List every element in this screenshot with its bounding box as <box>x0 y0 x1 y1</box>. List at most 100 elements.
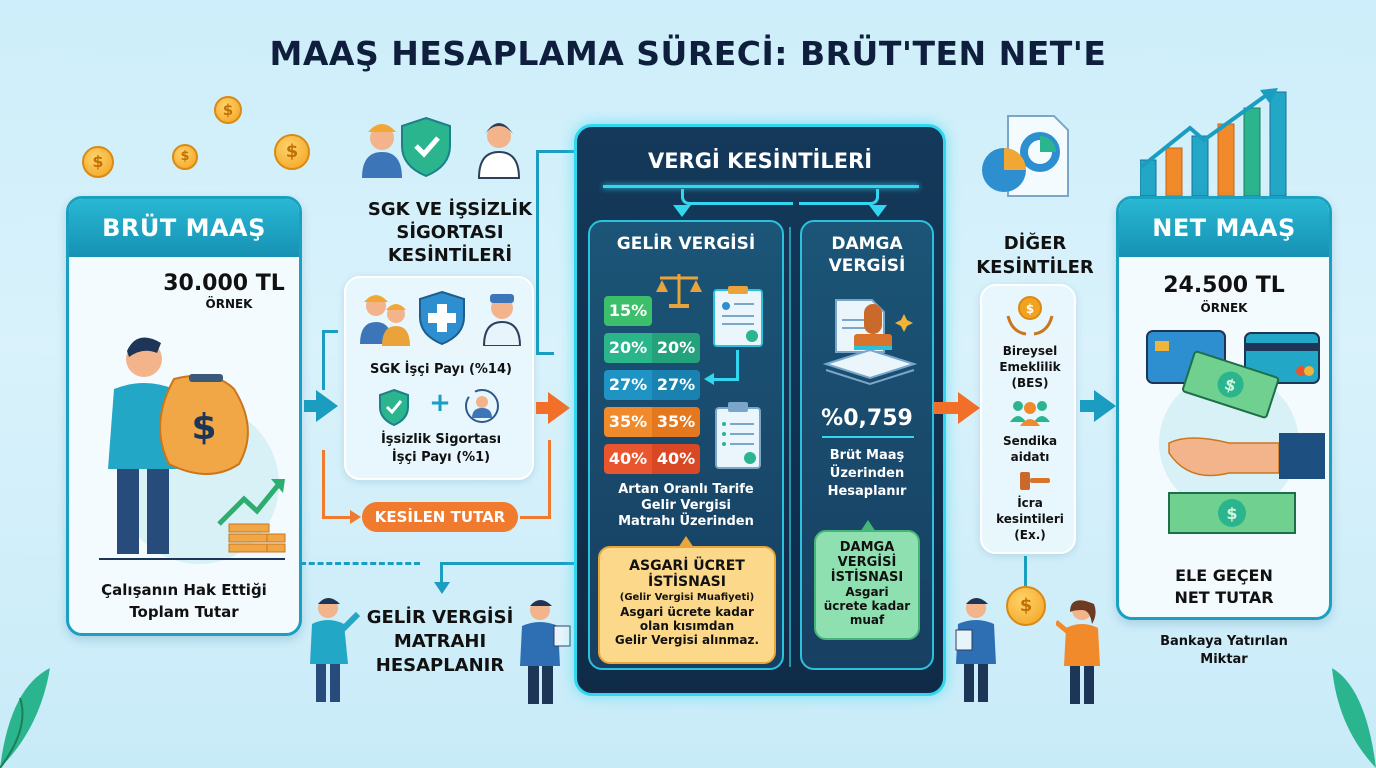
exemption-subtitle: (Gelir Vergisi Muafiyeti) <box>619 592 755 603</box>
connector-line <box>712 378 739 381</box>
sgk-heading-line2: SİGORTASI <box>396 222 504 243</box>
garnishment-line1: İcra <box>1017 496 1043 510</box>
stamp-tax-exemption-note: DAMGA VERGİSİ İSTİSNASI Asgari ücrete ka… <box>814 530 920 640</box>
coin-icon: $ <box>274 134 310 170</box>
flow-arrow-head <box>958 392 980 424</box>
net-amount: 24.500 TL <box>1163 273 1285 298</box>
svg-text:$: $ <box>1222 374 1238 396</box>
svg-text:$: $ <box>1226 504 1237 523</box>
shield-check-icon <box>378 388 410 427</box>
deducted-connector <box>520 516 550 519</box>
stamp-document-icon <box>822 294 918 390</box>
connector-line <box>322 330 338 333</box>
deducted-connector <box>322 450 325 518</box>
worker-shield-doctor-icons <box>354 110 534 180</box>
union-line2: aidatı <box>1010 450 1050 464</box>
coin-icon: $ <box>82 146 114 178</box>
bes-line2: Emeklilik <box>999 360 1061 374</box>
connector-line <box>736 350 739 380</box>
scales-icon <box>654 270 704 310</box>
bank-deposit-line1: Bankaya Yatırılan <box>1160 634 1288 649</box>
stamp-exemption-line5: ücrete kadar <box>823 599 911 613</box>
gross-salary-card: BRÜT MAAŞ 30.000 TL ÖRNEK $ Çalışanın Ha… <box>66 196 302 636</box>
net-salary-card: NET MAAŞ 24.500 TL ÖRNEK $ $ ELE GEÇEN N… <box>1116 196 1332 620</box>
gross-caption-line2: Toplam Tutar <box>129 603 239 621</box>
checklist-clipboard-icon <box>714 400 762 470</box>
flow-arrow <box>536 402 550 414</box>
svg-text:$: $ <box>191 407 216 448</box>
stamp-exemption-line4: Asgari <box>845 585 889 599</box>
connector-line <box>440 562 443 584</box>
bes-line3: (BES) <box>1011 376 1049 390</box>
flow-arrow <box>934 402 960 414</box>
unemployment-person-icon <box>464 388 500 424</box>
rate-underline <box>822 436 914 438</box>
flow-arrow <box>1080 400 1096 412</box>
unemployment-line2: İşçi Payı (%1) <box>391 450 491 465</box>
exemption-title-line1: ASGARİ ÜCRET <box>629 558 745 574</box>
income-tax-caption-line3: Matrahı Üzerinden <box>618 514 754 529</box>
coin-icon: $ <box>1006 586 1046 626</box>
sgk-deductions-box: SGK İşçi Payı (%14) + İşsizlik Sigortası… <box>344 276 534 480</box>
tax-rate-cell: 27% <box>652 370 700 400</box>
flow-arrow-head <box>1094 390 1116 422</box>
stamp-tax-title-line1: DAMGA <box>831 234 903 254</box>
connector-line <box>536 150 539 355</box>
bank-deposit-line2: Miktar <box>1200 652 1248 667</box>
tax-base-line1: GELİR VERGİSİ <box>366 607 514 628</box>
branch-connector <box>799 189 879 205</box>
branch-arrow-head <box>869 205 887 217</box>
growth-bar-chart-icon <box>1138 88 1320 198</box>
coin-icon: $ <box>214 96 242 124</box>
svg-text:$: $ <box>1026 302 1034 316</box>
tax-rate-cell: 20% <box>652 333 700 363</box>
tax-base-line2: MATRAHI <box>393 631 487 652</box>
tax-rate-row-27: 27% 27% <box>604 370 700 400</box>
gross-amount: 30.000 TL <box>163 271 285 296</box>
coin-icon: $ <box>172 144 198 170</box>
net-caption-line1: ELE GEÇEN <box>1175 566 1273 585</box>
pie-chart-document-icon <box>978 112 1078 202</box>
exemption-title-line2: İSTİSNASI <box>648 574 726 590</box>
garnishment-line3: (Ex.) <box>1014 528 1046 542</box>
branch-arrow-head <box>673 205 691 217</box>
leaf-decoration-icon <box>1326 640 1376 768</box>
flow-arrow <box>304 400 318 412</box>
exemption-body-line3: Gelir Vergisi alınmaz. <box>614 633 760 647</box>
hands-coin-icon: $ <box>1006 294 1054 336</box>
net-salary-header: NET MAAŞ <box>1119 199 1329 257</box>
min-wage-exemption-note: ASGARİ ÜCRET İSTİSNASI (Gelir Vergisi Mu… <box>598 546 776 664</box>
flow-arrow-head <box>316 390 338 422</box>
people-group-icon <box>1010 398 1050 426</box>
income-tax-caption-line1: Artan Oranlı Tarife <box>618 482 754 497</box>
note-pointer <box>860 520 876 532</box>
stamp-caption-line2: Üzerinden <box>829 466 905 481</box>
tax-rate-row-20: 20% 20% <box>604 333 700 363</box>
other-heading-line2: KESİNTİLER <box>976 257 1094 278</box>
tax-rate-row-35: 35% 35% <box>604 407 700 437</box>
tax-rate-cell: 15% <box>604 296 652 326</box>
businessman-with-tablet-icon <box>514 596 574 706</box>
connector-arrow-head <box>704 373 714 385</box>
document-clipboard-icon <box>712 284 764 348</box>
gross-salary-header: BRÜT MAAŞ <box>69 199 299 257</box>
exemption-body-line2: olan kısımdan <box>639 619 735 633</box>
connector-line <box>440 562 580 565</box>
person-pointing-icon <box>306 594 362 704</box>
leaf-decoration-icon <box>0 640 60 768</box>
woman-gesturing-icon <box>1054 596 1106 706</box>
stamp-caption-line3: Hesaplanır <box>827 484 907 499</box>
deducted-connector <box>548 440 551 519</box>
stamp-exemption-line2: VERGİSİ <box>837 555 897 570</box>
other-heading-line1: DİĞER <box>1003 233 1067 254</box>
note-pointer <box>678 536 694 548</box>
unemployment-line1: İşsizlik Sigortası <box>380 432 502 447</box>
dashed-divider <box>300 562 420 565</box>
sgk-share-label: SGK İşçi Payı (%14) <box>370 362 512 377</box>
page-title: MAAŞ HESAPLAMA SÜRECİ: BRÜT'TEN NET'E <box>269 34 1107 73</box>
stamp-exemption-line1: DAMGA <box>839 540 895 555</box>
gross-caption-line1: Çalışanın Hak Ettiği <box>101 581 267 599</box>
connector-line <box>536 352 554 355</box>
stamp-exemption-line3: İSTİSNASI <box>830 570 904 585</box>
stamp-caption-line1: Brüt Maaş <box>829 448 905 463</box>
